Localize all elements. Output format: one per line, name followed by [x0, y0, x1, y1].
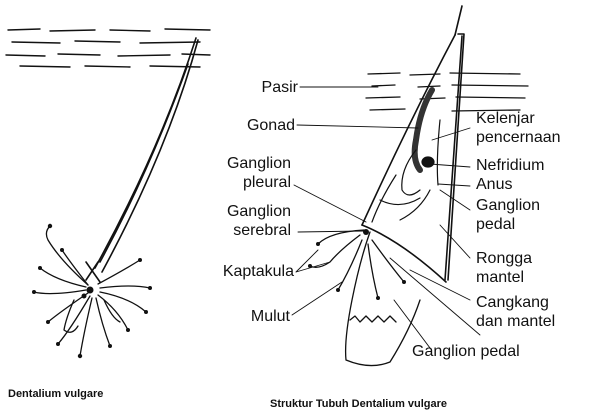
- label-ganglion-pedal-bottom: Ganglion pedal: [412, 343, 520, 360]
- label-gonad: Gonad: [246, 117, 295, 134]
- right-tentacle-tips: [308, 229, 406, 300]
- right-shell: [361, 5, 465, 283]
- label-ganglion-pedal-right-line2: pedal: [476, 216, 516, 233]
- label-mulut: Mulut: [250, 308, 290, 325]
- label-kelenjar-pencernaan-line2: pencernaan: [476, 129, 561, 146]
- left-shell: [85, 37, 199, 283]
- label-anus: Anus: [476, 176, 513, 193]
- label-kaptakula: Kaptakula: [222, 263, 294, 280]
- label-cangkang-dan-mantel-line2: dan mantel: [476, 313, 556, 330]
- label-ganglion-pedal-right-line1: Ganglion: [476, 197, 541, 214]
- right-sand-layer: [365, 72, 529, 112]
- label-ganglion-pleural-line1: Ganglion: [226, 155, 291, 172]
- label-rongga-mantel-line2: mantel: [476, 269, 525, 286]
- label-ganglion-pleural-line2: pleural: [242, 174, 291, 191]
- label-kelenjar-pencernaan-line1: Kelenjar: [476, 110, 535, 127]
- right-foot: [309, 229, 421, 367]
- label-rongga-mantel-line1: Rongga: [476, 250, 533, 267]
- left-figure-caption: Dentalium vulgare: [8, 388, 104, 400]
- right-internal-organs: [371, 87, 441, 223]
- left-tentacle-tips: [32, 223, 152, 359]
- leader-lines: [291, 86, 481, 349]
- left-sand-layer: [5, 28, 211, 68]
- label-cangkang-dan-mantel-line1: Cangkang: [476, 294, 549, 311]
- label-nefridium: Nefridium: [476, 157, 545, 174]
- label-pasir: Pasir: [261, 79, 298, 96]
- label-ganglion-serebral-line1: Ganglion: [226, 203, 291, 220]
- label-ganglion-serebral-line2: serebral: [233, 222, 291, 239]
- left-tentacles: [33, 225, 151, 357]
- right-figure-caption: Struktur Tubuh Dentalium vulgare: [270, 398, 448, 410]
